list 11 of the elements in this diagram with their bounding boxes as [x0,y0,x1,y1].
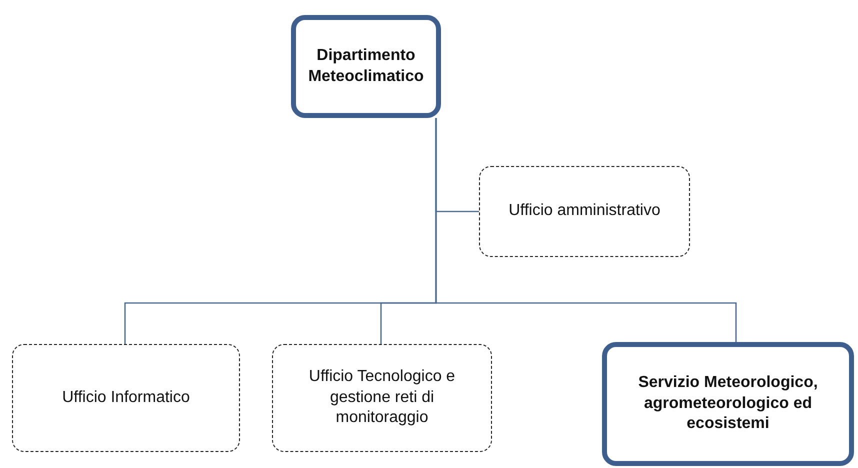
department-box [602,342,854,466]
connector-line [435,118,737,342]
node-label: Ufficio Informatico [62,388,190,408]
node-label: Dipartimento Meteoclimatico [307,46,425,86]
node-label: Ufficio amministrativo [508,201,660,222]
office-box [12,344,240,452]
office-box [272,344,492,452]
node-label: Ufficio Tecnologico e gestione reti di monitoraggio [308,366,456,428]
node-label: Servizio Meteorologico, agrometeorologico ed ecosistemi [637,372,819,434]
department-box [291,15,441,118]
office-box [479,166,690,257]
